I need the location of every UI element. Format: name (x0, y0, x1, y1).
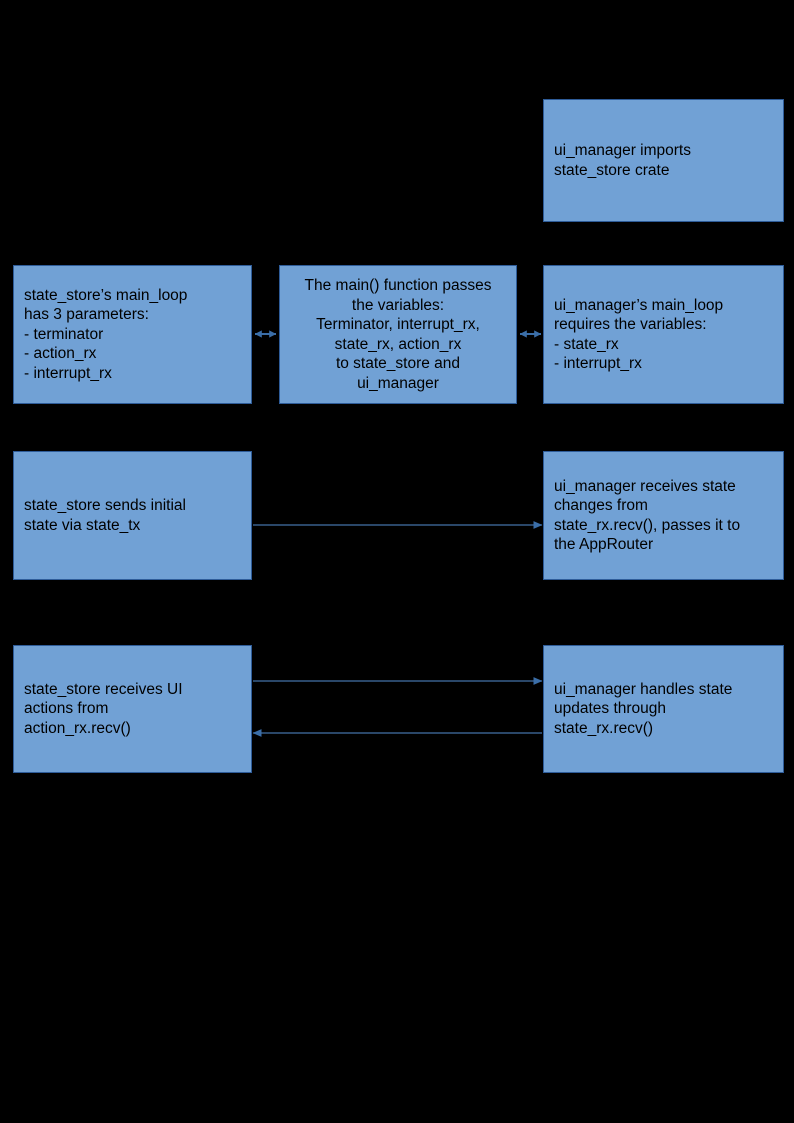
ui-manager-handles-state-updates-node: ui_manager handles state updates through… (543, 645, 784, 773)
state-store-sends-initial-state-node: state_store sends initial state via stat… (13, 451, 252, 580)
node-text: state_store’s main_loop has 3 parameters… (24, 286, 188, 382)
ui-manager-receives-state-node: ui_manager receives state changes from s… (543, 451, 784, 580)
ui-manager-main-loop-node: ui_manager’s main_loop requires the vari… (543, 265, 784, 404)
node-text: ui_manager receives state changes from s… (554, 477, 741, 554)
state-store-receives-ui-actions-node: state_store receives UI actions from act… (13, 645, 252, 773)
node-text: ui_manager imports state_store crate (554, 142, 691, 179)
node-text: ui_manager’s main_loop requires the vari… (554, 296, 724, 373)
ui-manager-imports-node: ui_manager imports state_store crate (543, 99, 784, 222)
node-text: state_store sends initial state via stat… (24, 497, 186, 534)
node-text: state_store receives UI actions from act… (24, 680, 183, 737)
node-text: ui_manager handles state updates through… (554, 680, 733, 737)
state-store-main-loop-node: state_store’s main_loop has 3 parameters… (13, 265, 252, 404)
node-text: The main() function passes the variables… (304, 277, 492, 392)
main-function-passes-node: The main() function passes the variables… (279, 265, 517, 404)
